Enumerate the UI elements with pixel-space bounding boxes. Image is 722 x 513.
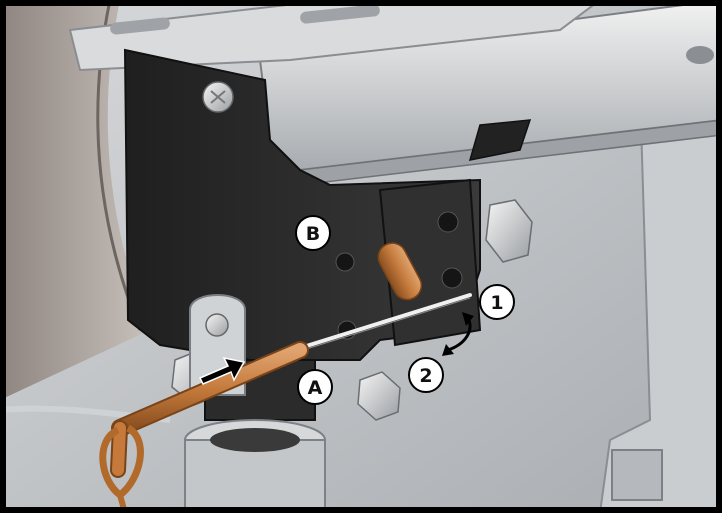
hinge-screw [205,313,229,337]
locking-rod [298,293,472,350]
plate-hole-1 [335,252,355,272]
push-arrow-icon [198,356,246,385]
top-slot-bracket [68,0,602,72]
hex-nut-lower [357,371,401,421]
locking-rod-shadow [299,297,471,352]
top-screw-slot [210,90,226,104]
callout-b: B [295,215,331,251]
callout-b-label: B [306,223,320,245]
callout-a-label: A [308,377,323,399]
callout-1: 1 [479,284,515,320]
hex-nut-right [485,199,533,263]
left-panel [0,0,150,400]
callout-2: 2 [408,357,444,393]
gear-inner [210,428,300,452]
flange-hole-2 [441,267,463,289]
locking-pin-a [110,341,309,478]
callout-2-label: 2 [419,365,432,387]
locking-pin-b [377,242,423,301]
right-frame-slot [611,449,663,501]
top-slot-1 [110,17,170,35]
top-slot-2 [300,4,380,24]
callout-a: A [297,369,333,405]
right-frame [598,58,722,513]
rotate-arrow-icon [442,312,474,356]
gear-body [184,439,326,513]
bracket-top-lip [468,119,532,161]
flange-hole-1 [437,211,459,233]
beam-hole [686,46,714,64]
callout-1-label: 1 [490,292,503,314]
